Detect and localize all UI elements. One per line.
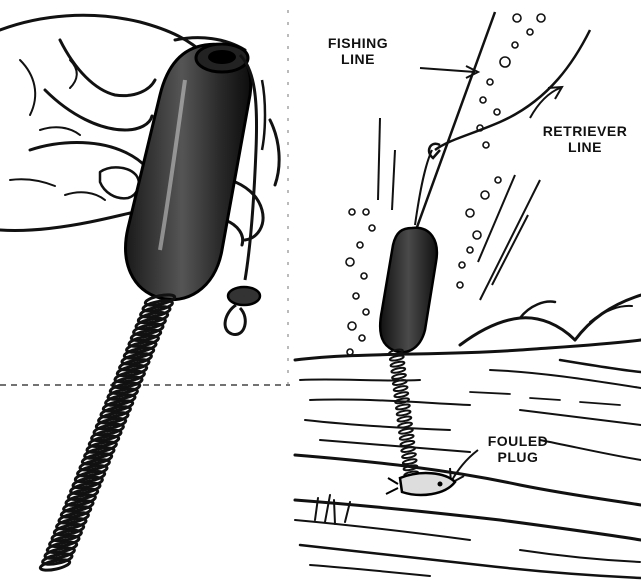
bubble bbox=[500, 57, 510, 67]
spring-coil bbox=[396, 410, 411, 417]
sunken-log bbox=[295, 295, 641, 578]
retriever-body-small bbox=[380, 228, 437, 352]
bubble bbox=[459, 262, 465, 268]
spring-coil bbox=[399, 434, 414, 441]
fishing-line-label: FISHING LINE bbox=[318, 35, 398, 67]
bubble bbox=[494, 109, 500, 115]
spring-coil bbox=[391, 367, 406, 374]
bubble bbox=[481, 191, 489, 199]
spring-coil bbox=[402, 458, 417, 465]
bubble bbox=[348, 322, 356, 330]
retriever-line-label-line2: LINE bbox=[530, 139, 640, 155]
fishing-line-label-line2: LINE bbox=[318, 51, 398, 67]
bubble bbox=[457, 282, 463, 288]
retriever-line-label: RETRIEVER LINE bbox=[530, 123, 640, 155]
spring-coil bbox=[392, 373, 407, 380]
spring-coil bbox=[393, 385, 408, 392]
bubble bbox=[369, 225, 375, 231]
left-panel bbox=[0, 10, 290, 572]
spring-coil bbox=[390, 361, 405, 368]
bubble bbox=[363, 309, 369, 315]
retriever-line-label-line1: RETRIEVER bbox=[530, 123, 640, 139]
spring-large bbox=[39, 293, 175, 572]
spring-coil bbox=[396, 403, 411, 410]
bubble bbox=[537, 14, 545, 22]
bubble bbox=[467, 247, 473, 253]
bubble bbox=[359, 335, 365, 341]
fouled-plug-label-line2: PLUG bbox=[478, 449, 558, 465]
bubble bbox=[480, 97, 486, 103]
bubble bbox=[513, 14, 521, 22]
bubble bbox=[357, 242, 363, 248]
bubble bbox=[349, 209, 355, 215]
bubble bbox=[483, 142, 489, 148]
bubble bbox=[346, 258, 354, 266]
spring-coil bbox=[394, 391, 409, 398]
fishing-line-label-line1: FISHING bbox=[318, 35, 398, 51]
bubble bbox=[495, 177, 501, 183]
bubble bbox=[473, 231, 481, 239]
bubble bbox=[353, 293, 359, 299]
bubble bbox=[347, 349, 353, 355]
spring-coil bbox=[397, 416, 412, 423]
spring-coil bbox=[402, 452, 417, 459]
fouled-plug-label-line1: FOULED bbox=[478, 433, 558, 449]
bubble bbox=[527, 29, 533, 35]
bubble bbox=[512, 42, 518, 48]
bubble bbox=[363, 209, 369, 215]
bubble bbox=[487, 79, 493, 85]
fouled-plug-label: FOULED PLUG bbox=[478, 433, 558, 465]
right-panel bbox=[295, 12, 641, 578]
bubble bbox=[361, 273, 367, 279]
fouled-plug bbox=[386, 473, 455, 495]
bubble bbox=[466, 209, 474, 217]
